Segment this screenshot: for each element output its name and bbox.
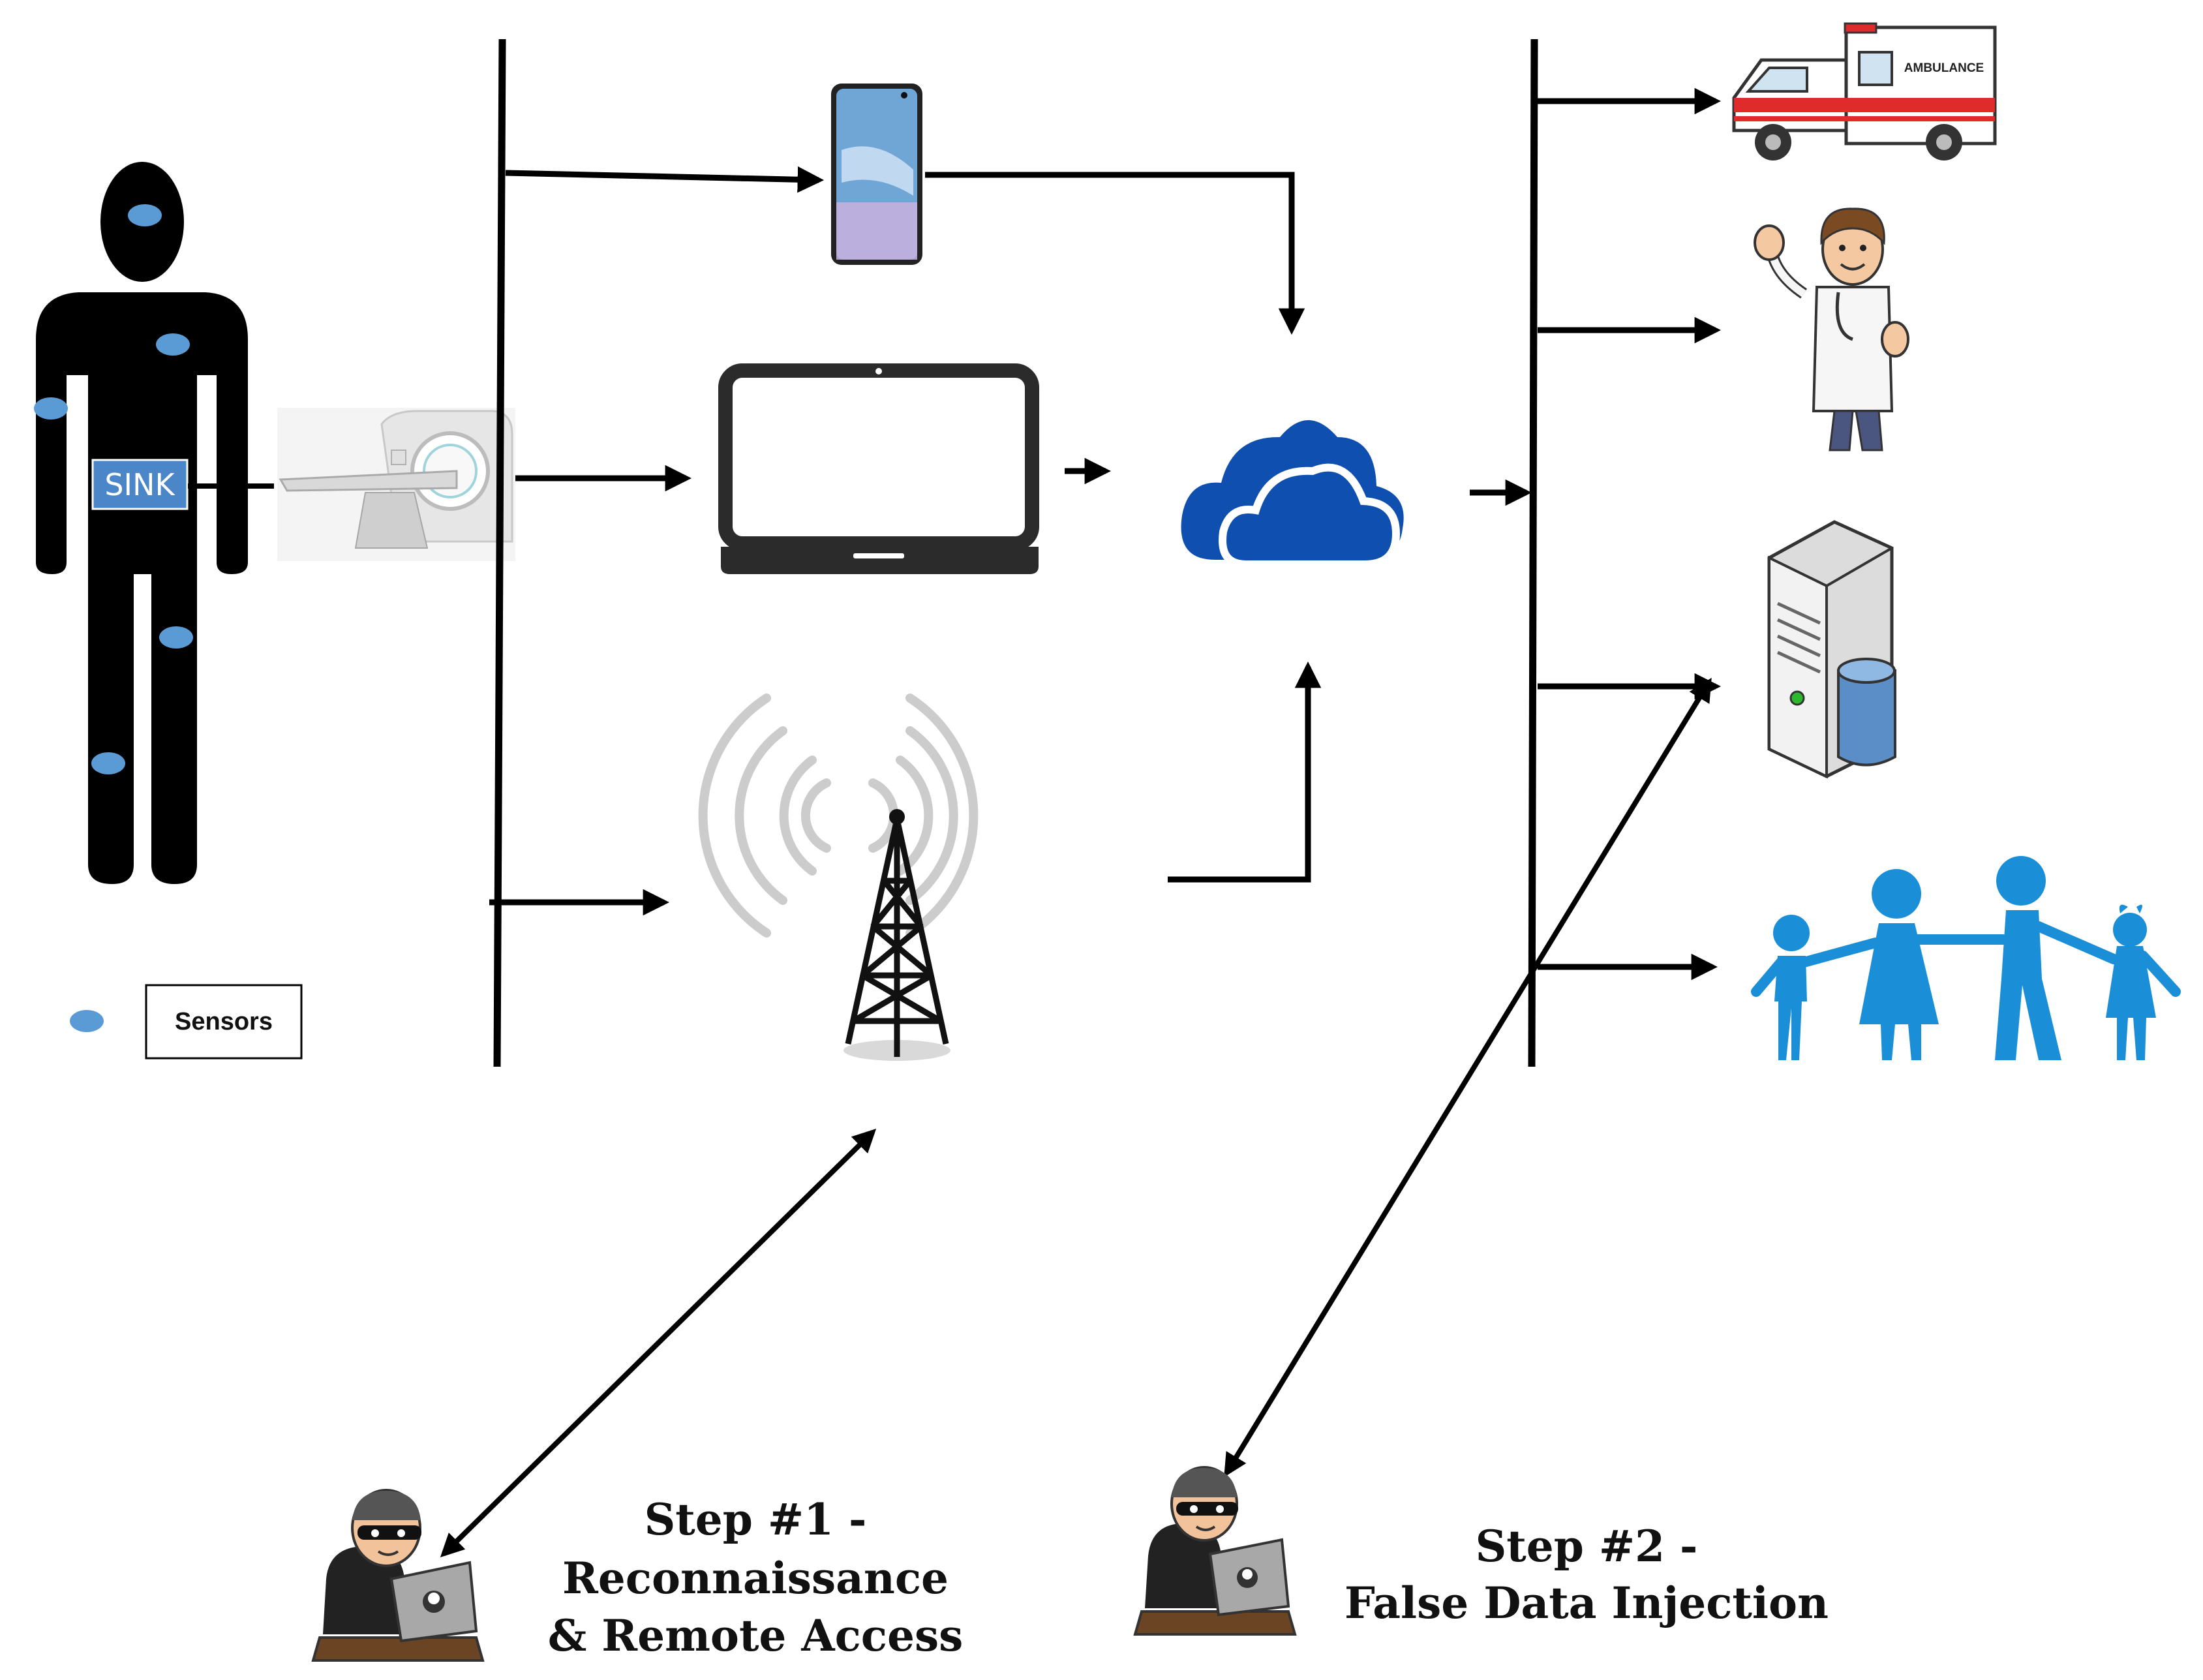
step2-line2: False Data Injection: [1345, 1578, 1829, 1628]
sensor-dot: [91, 752, 125, 774]
hacker-icon: [1133, 1466, 1297, 1636]
sink-label: SINK: [104, 467, 175, 502]
step1-title: Step #1 -: [645, 1494, 867, 1545]
legend: Sensors: [70, 984, 303, 1060]
laptop-icon: [718, 363, 1039, 574]
step1-line2: Reconnaissance: [562, 1553, 949, 1604]
family-icon: [1751, 856, 2181, 1060]
sink-box: [91, 459, 189, 510]
ambulance-label: AMBULANCE: [1904, 61, 1984, 75]
database-server-icon: [1767, 520, 1896, 779]
ambulance-icon: AMBULANCE: [1732, 22, 1997, 160]
step2-title: Step #2 -: [1476, 1521, 1698, 1572]
sensor-dot: [34, 397, 68, 420]
sensor-dot: [156, 333, 190, 356]
ct-scanner-icon: [277, 408, 515, 561]
step1-line3: & Remote Access: [548, 1610, 964, 1661]
legend-label: Sensors: [175, 1008, 273, 1035]
patient-body-icon: SINK: [34, 162, 274, 884]
legend-sensor-swatch: [70, 1010, 104, 1032]
sensor-dot: [159, 626, 193, 649]
doctor-icon: [1754, 207, 1909, 451]
sensor-dot: [128, 204, 162, 226]
cloud-icon: [1181, 420, 1404, 568]
legend-box: [145, 984, 303, 1060]
cell-tower-icon: [698, 694, 979, 1061]
hacker-icon: [311, 1489, 485, 1662]
smartphone-icon: [831, 84, 922, 265]
